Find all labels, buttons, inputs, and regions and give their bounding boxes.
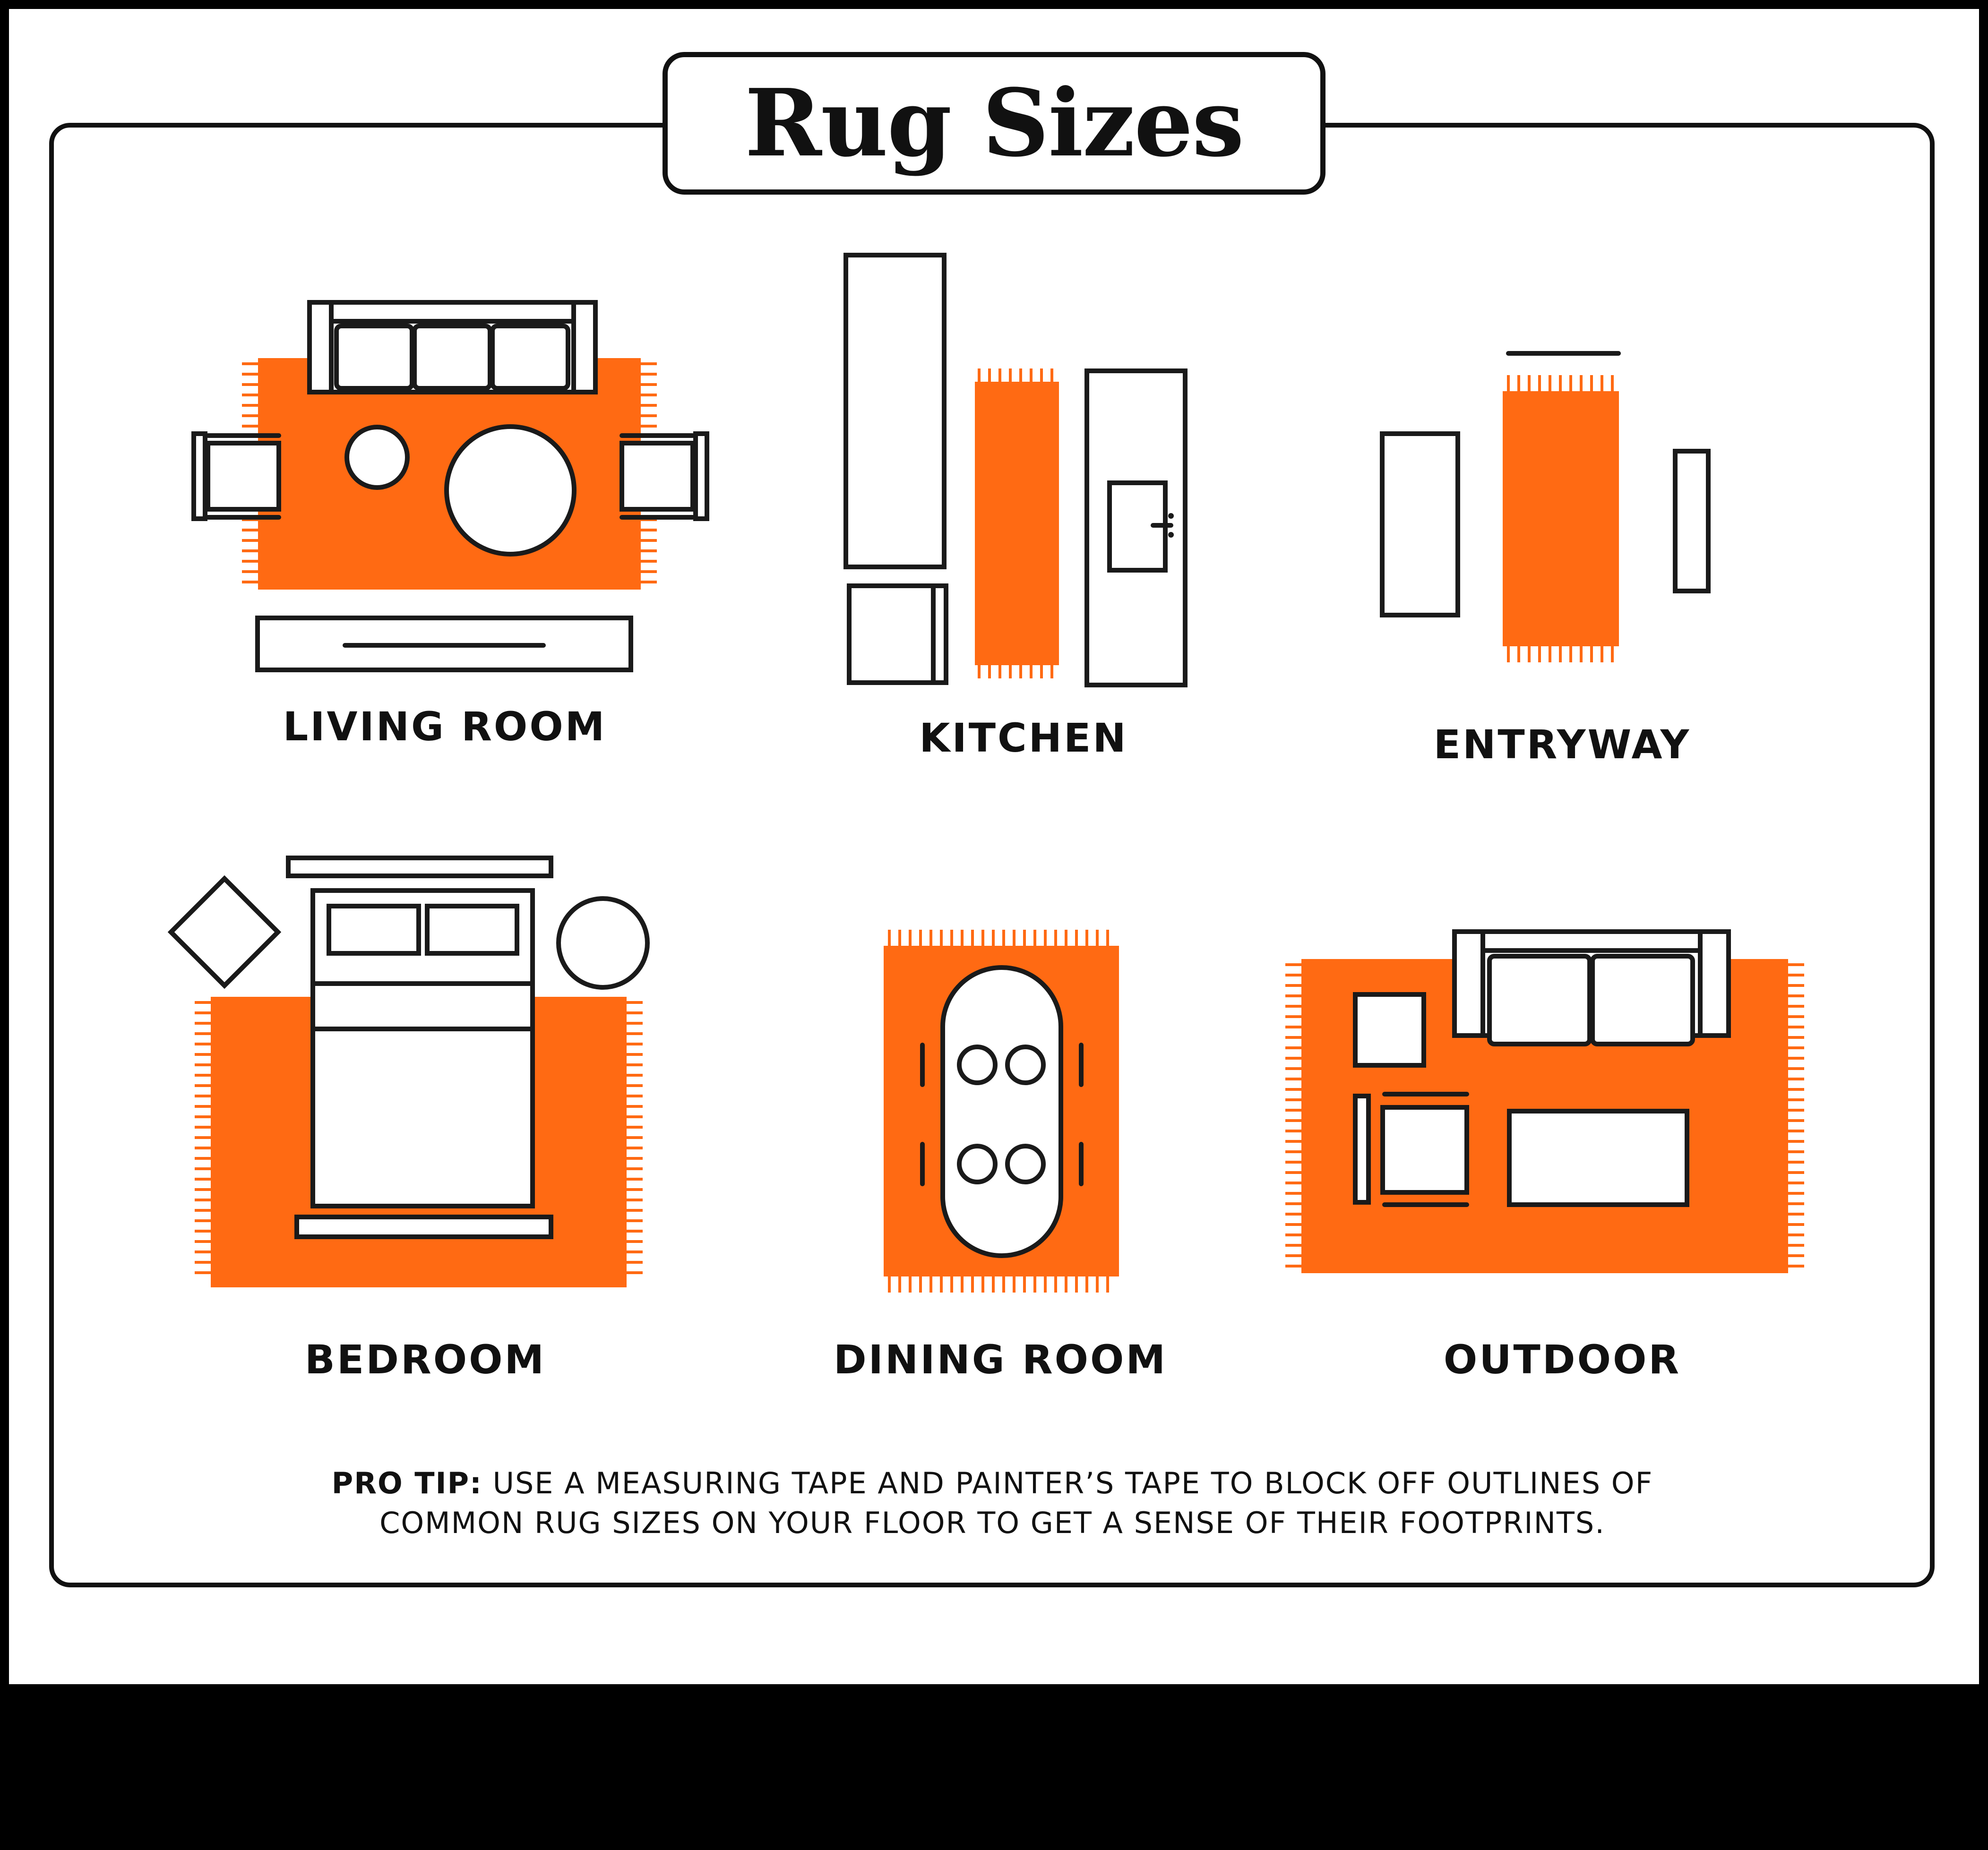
entryway-illustration xyxy=(1380,351,1711,662)
label-outdoor: OUTDOOR xyxy=(1443,1336,1681,1383)
rug-fringe xyxy=(978,368,1053,382)
rug-fringe xyxy=(888,930,1109,946)
outdoor-coffee-table-icon xyxy=(1507,1109,1689,1207)
rug-fringe xyxy=(195,1001,211,1274)
rug-fringe xyxy=(888,1276,1109,1293)
living-room-armchair-right-icon xyxy=(620,431,709,521)
bedroom-bed-icon xyxy=(310,888,535,1208)
kitchen-counter-icon xyxy=(843,253,947,569)
living-room-side-table-icon xyxy=(344,425,410,490)
entryway-bench-icon xyxy=(1380,431,1460,617)
kitchen-island-sink-icon xyxy=(1084,368,1188,687)
living-room-coffee-table-icon xyxy=(444,424,577,557)
label-kitchen: KITCHEN xyxy=(919,715,1128,761)
outdoor-lounge-chair-icon xyxy=(1353,1092,1469,1207)
kitchen-appliance-icon xyxy=(847,583,948,685)
label-bedroom: BEDROOM xyxy=(304,1336,546,1383)
outdoor-sofa-icon xyxy=(1452,929,1731,1046)
rug-fringe xyxy=(1285,963,1301,1268)
paper-background xyxy=(9,9,1979,1684)
rug-fringe xyxy=(1788,963,1804,1268)
kitchen-runner-rug xyxy=(975,368,1059,678)
label-dining-room: DINING ROOM xyxy=(833,1336,1168,1383)
living-room-tv-console-icon xyxy=(255,616,633,672)
pro-tip-lead: PRO TIP: xyxy=(331,1466,482,1500)
outdoor-side-table-icon xyxy=(1353,992,1426,1068)
entryway-runner-rug xyxy=(1503,375,1619,662)
bedroom-bench-icon xyxy=(294,1215,553,1239)
outdoor-illustration xyxy=(1285,929,1804,1273)
page-title: Rug Sizes xyxy=(744,69,1244,178)
pro-tip-line1: USE A MEASURING TAPE AND PAINTER’S TAPE … xyxy=(492,1466,1653,1500)
rug-fringe xyxy=(1507,375,1614,391)
dining-room-chairs-icon xyxy=(920,1043,1084,1186)
title-box: Rug Sizes xyxy=(663,52,1325,195)
dining-room-illustration xyxy=(884,930,1119,1293)
living-room-armchair-left-icon xyxy=(191,431,281,521)
bedroom-nightstand-icon xyxy=(167,875,282,989)
rug-fringe xyxy=(1507,646,1614,662)
rug-fringe xyxy=(978,665,1053,678)
entryway-shelf-icon xyxy=(1673,449,1711,593)
pro-tip: PRO TIP: USE A MEASURING TAPE AND PAINTE… xyxy=(142,1464,1843,1543)
label-living-room: LIVING ROOM xyxy=(283,703,607,750)
rug-fringe xyxy=(627,1001,643,1274)
kitchen-illustration xyxy=(843,253,1188,687)
pro-tip-line2: COMMON RUG SIZES ON YOUR FLOOR TO GET A … xyxy=(379,1506,1605,1540)
bedroom-round-nightstand-icon xyxy=(556,896,650,990)
living-room-sofa-icon xyxy=(307,300,598,394)
dining-room-table-icon xyxy=(940,965,1063,1258)
bedroom-headboard-icon xyxy=(286,856,553,878)
bedroom-illustration xyxy=(167,856,650,1287)
label-entryway: ENTRYWAY xyxy=(1433,721,1691,768)
living-room-illustration xyxy=(191,300,709,672)
